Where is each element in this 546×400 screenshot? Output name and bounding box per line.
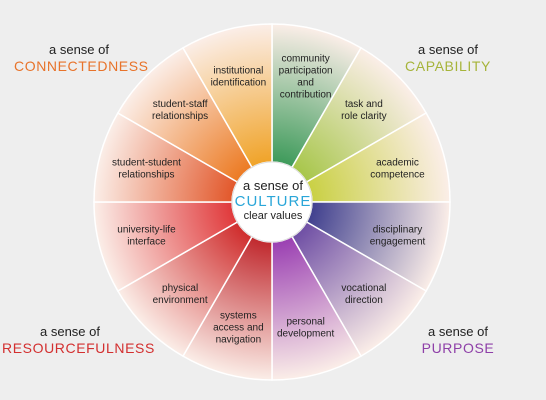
segment-label-line: disciplinary [373, 225, 422, 236]
segment-label-line: relationships [152, 111, 208, 122]
segment-label-line: institutional [213, 65, 263, 76]
hub-circle [231, 161, 313, 243]
segment-label-line: development [277, 329, 334, 340]
hub-line3: clear values [243, 210, 303, 222]
segment-label-line: role clarity [341, 111, 387, 122]
segment-label-line: vocational [341, 283, 386, 294]
corner-pre: a sense of [418, 42, 478, 57]
corner-title: PURPOSE [421, 340, 495, 356]
segment-label-line: access and [213, 323, 264, 334]
corner-capability: a sense of CAPABILITY [398, 42, 498, 75]
corner-title: CONNECTEDNESS [14, 58, 149, 74]
segment-label-line: identification [211, 77, 267, 88]
corner-pre: a sense of [49, 42, 109, 57]
segment-label-line: task and [345, 99, 383, 110]
segment-label-line: systems [220, 311, 257, 322]
hub-line1: a sense of [243, 178, 303, 193]
segment-label-line: environment [153, 295, 208, 306]
corner-purpose: a sense of PURPOSE [408, 324, 508, 357]
hub-line2: CULTURE [234, 193, 312, 210]
segment-label-line: relationships [118, 169, 174, 180]
segment-label-line: personal [286, 317, 324, 328]
hub-label: a sense of CULTURE clear values [233, 178, 313, 223]
corner-resourcefulness: a sense of RESOURCEFULNESS [2, 324, 155, 357]
segment-label-line: contribution [280, 89, 332, 100]
corner-pre: a sense of [428, 324, 488, 339]
corner-title: CAPABILITY [405, 58, 491, 74]
segment-label-line: competence [370, 169, 425, 180]
segment-label-line: physical [162, 283, 198, 294]
segment-label-line: navigation [216, 335, 262, 346]
segment-label-line: university-life [117, 225, 176, 236]
corner-pre: a sense of [40, 324, 100, 339]
segment-label-line: participation [279, 65, 333, 76]
segment-label-line: engagement [370, 237, 426, 248]
segment-label-line: academic [376, 157, 419, 168]
segment-label-line: direction [345, 295, 383, 306]
segment-label-line: and [297, 77, 314, 88]
corner-connectedness: a sense of CONNECTEDNESS [14, 42, 149, 75]
corner-title: RESOURCEFULNESS [2, 340, 155, 356]
segment-label-line: interface [127, 237, 166, 248]
segment-label-line: student-staff [153, 99, 208, 110]
segment-label-line: community [281, 53, 329, 64]
segment-label-line: student-student [112, 157, 181, 168]
